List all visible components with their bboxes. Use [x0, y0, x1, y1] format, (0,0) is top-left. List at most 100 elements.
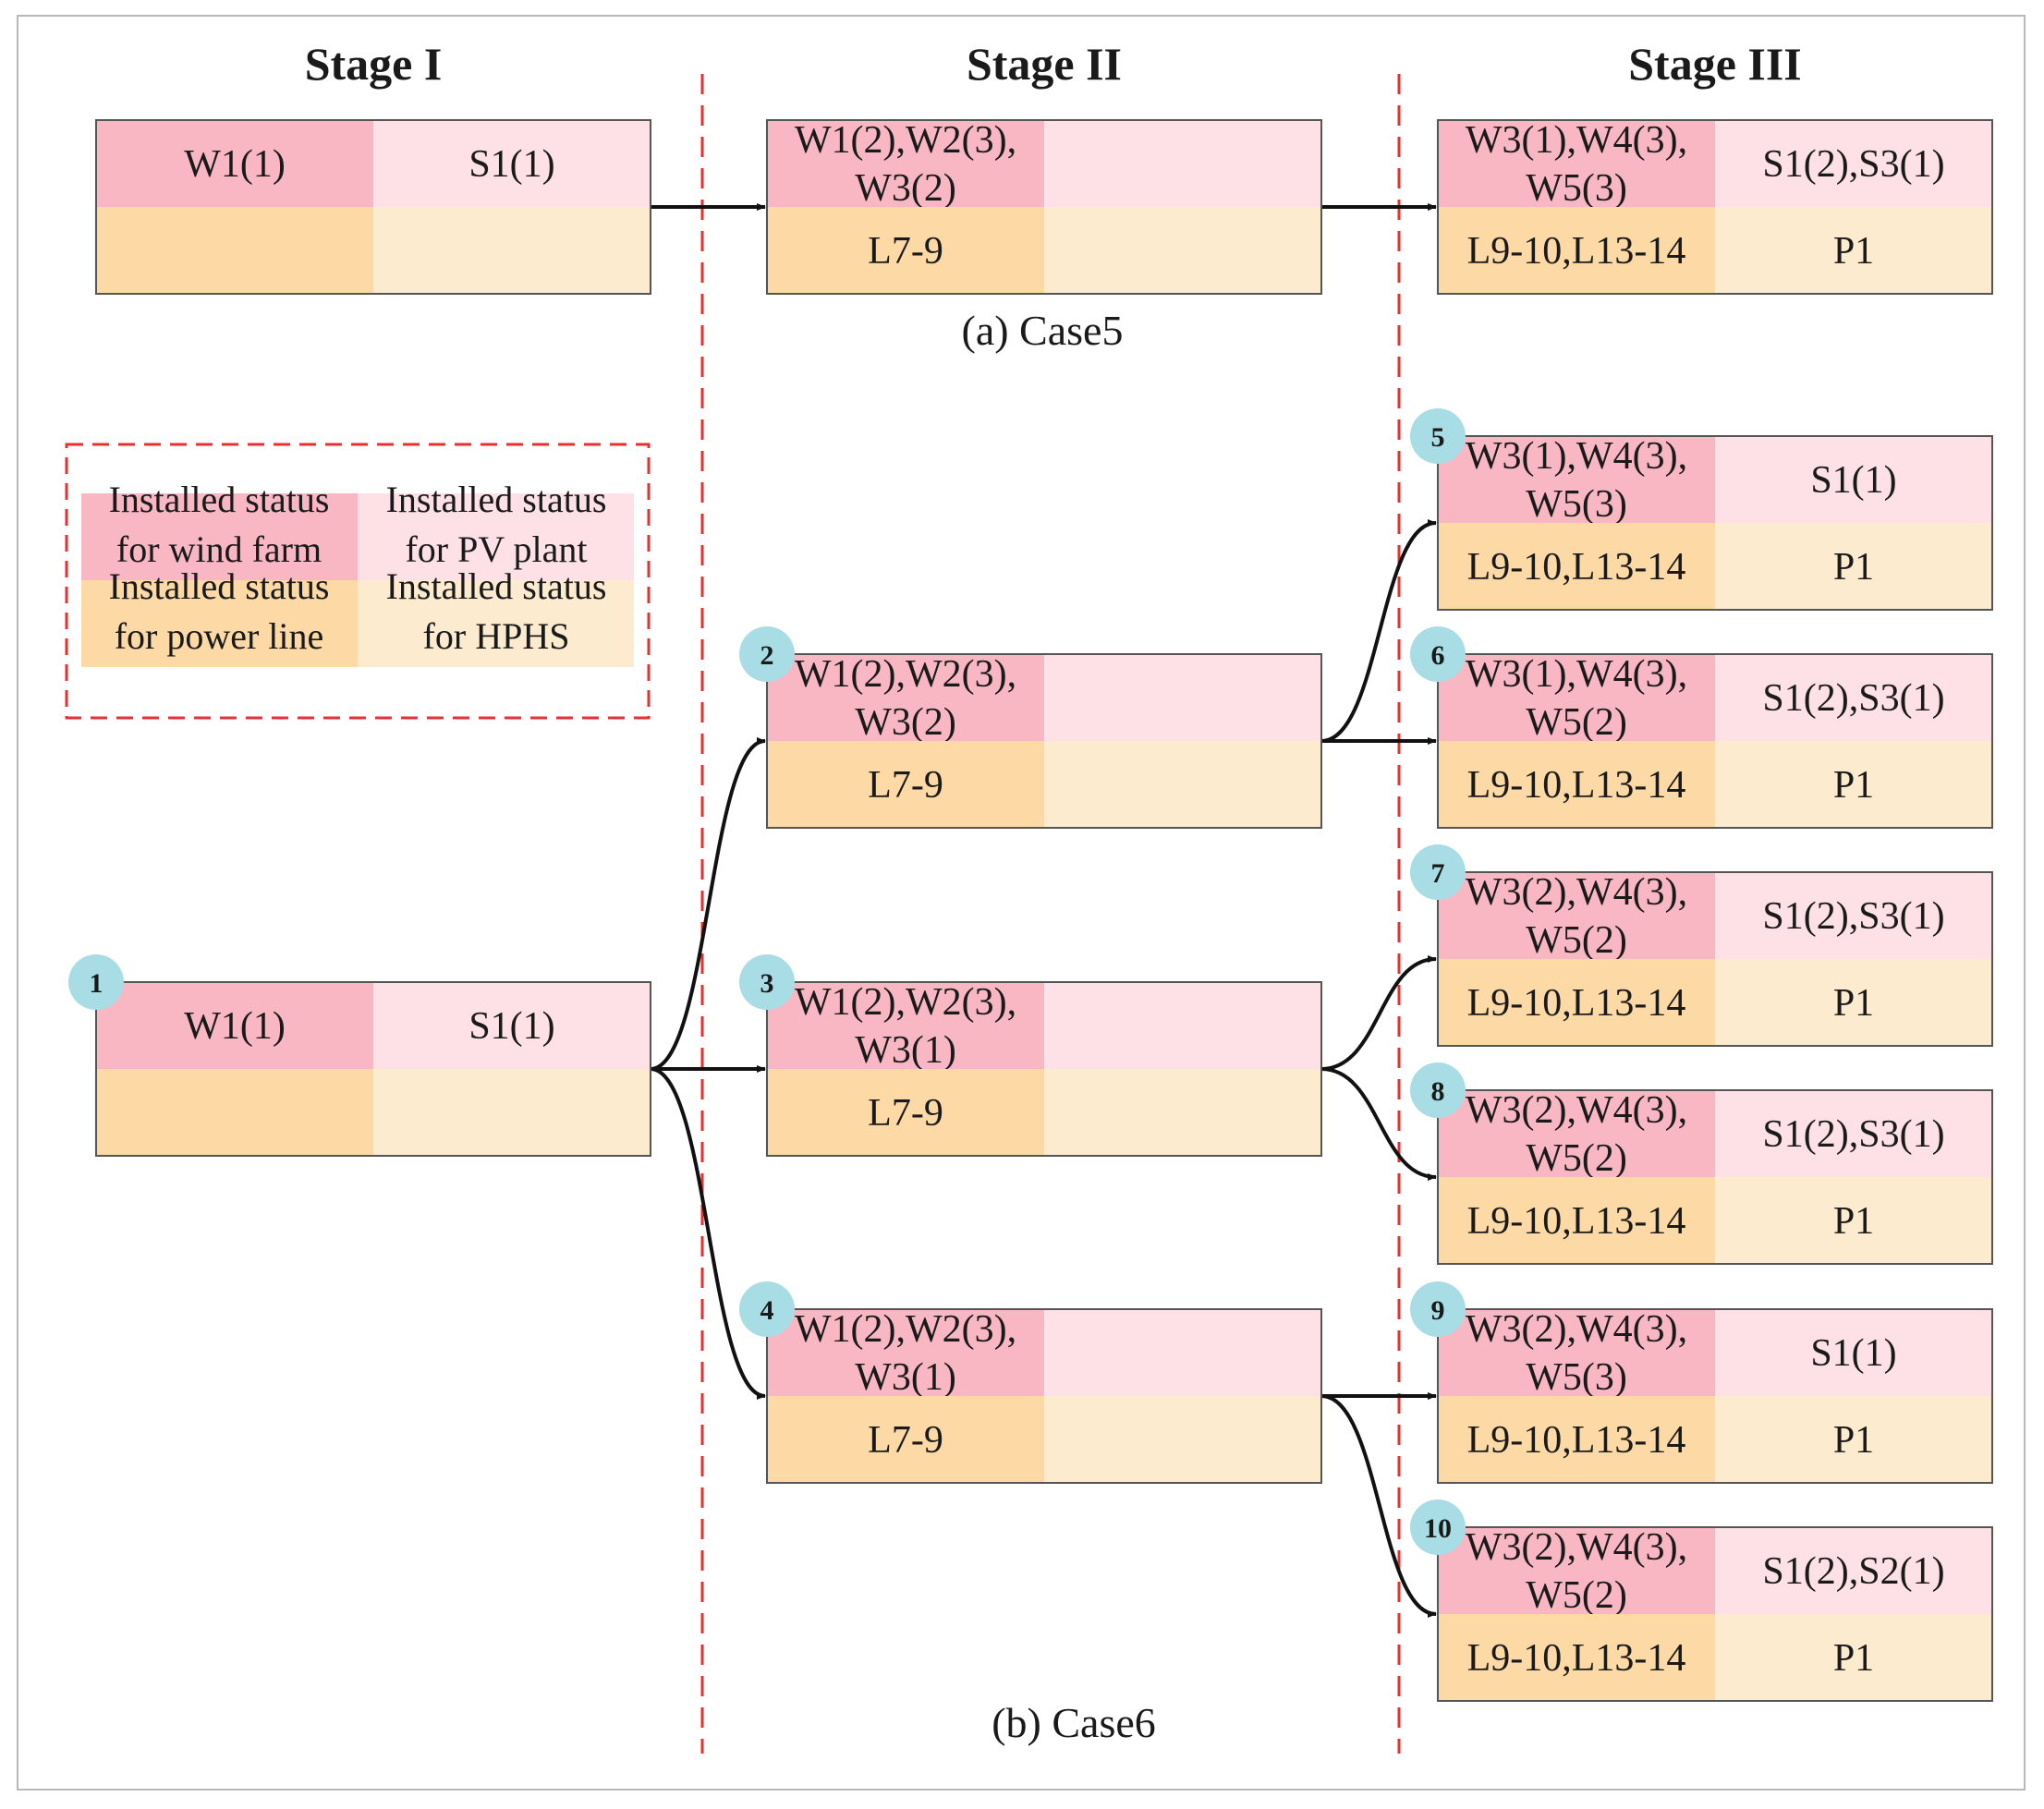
case6-node-4-box-wind-text: W1(2),W2(3),W3(1) [795, 1308, 1016, 1399]
case6-node-2-box-hphs-cell [1044, 741, 1321, 828]
case6-node-9-box-badge-number: 9 [1431, 1295, 1445, 1326]
case6-node-6-box-badge-circle [1410, 626, 1466, 682]
case6-node-8-box-pv-text: S1(2),S3(1) [1762, 1113, 1944, 1156]
case6-node-10-box-badge: 10 [1410, 1499, 1466, 1555]
case5-stage2-box-line-text: L7-9 [868, 230, 943, 273]
case6-node-9-box-hphs-text: P1 [1833, 1419, 1874, 1462]
case6-node-4-box-border [766, 1308, 1322, 1484]
caption-case5: (a) Case5 [962, 307, 1124, 354]
case6-node-6-box: W3(1),W4(3),W5(2)S1(2),S3(1)L9-10,L13-14… [1410, 626, 1993, 829]
case6-node-5-box-wind-text: W3(1),W4(3),W5(3) [1466, 435, 1687, 526]
case6-node-10-box-pv-cell [1715, 1527, 1992, 1614]
case5-stage1-box-line-cell [96, 207, 373, 294]
case6-node-1-box-badge-circle [68, 954, 124, 1010]
case6-node-9-box-badge-circle [1410, 1281, 1466, 1337]
case6-node-7-box-hphs-cell [1715, 959, 1992, 1046]
case6-node-1-box-badge: 1 [68, 954, 124, 1010]
case5-stage2-box-hphs-cell [1044, 207, 1321, 294]
case6-node-3-box-badge-circle [739, 954, 795, 1010]
case6-node-5-box-badge-circle [1410, 408, 1466, 464]
case6-node-4-box-badge: 4 [739, 1281, 795, 1337]
case6-node-9-box-pv-cell [1715, 1309, 1992, 1396]
case6-node-7-box: W3(2),W4(3),W5(2)S1(2),S3(1)L9-10,L13-14… [1410, 844, 1993, 1047]
case6-node-3-box-badge: 3 [739, 954, 795, 1010]
case6-node-7-box-border [1437, 871, 1993, 1047]
case6-node-3-box-line-cell [767, 1069, 1044, 1156]
case6-node-7-box-badge-circle [1410, 844, 1466, 900]
case6-node-6-box-line-cell [1438, 741, 1715, 828]
case6-node-2-box-pv-cell [1044, 654, 1321, 741]
case6-node-4-box-hphs-cell [1044, 1396, 1321, 1483]
case6-node-4-box-line-cell [767, 1396, 1044, 1483]
case6-node-9-box-line-text: L9-10,L13-14 [1467, 1419, 1686, 1462]
caption-case6: (b) Case6 [992, 1699, 1156, 1746]
case6-node-6-box-wind-cell [1438, 654, 1715, 741]
case6-arrow-1-to-2 [650, 737, 766, 1071]
case6-node-6-box-badge: 6 [1410, 626, 1466, 682]
case6-node-2-box: W1(2),W2(3),W3(2)L7-92 [739, 626, 1322, 829]
case6-node-6-box-badge-number: 6 [1431, 640, 1445, 671]
case6-node-4-box-line-text: L7-9 [868, 1419, 943, 1462]
case6-node-3-box-line-text: L7-9 [868, 1092, 943, 1135]
case6-node-6-box-pv-text: S1(2),S3(1) [1762, 677, 1944, 720]
case6-node-8-box-wind-text: W3(2),W4(3),W5(2) [1466, 1089, 1687, 1180]
case5-stage3-box-wind-text: W3(1),W4(3),W5(3) [1466, 119, 1687, 210]
case6-node-5-box-badge-number: 5 [1431, 422, 1445, 453]
case6-node-1-box-hphs-cell [373, 1069, 651, 1156]
case6-node-3-box-hphs-cell [1044, 1069, 1321, 1156]
case6-node-5-box-hphs-text: P1 [1833, 546, 1874, 589]
stage-title-2: Stage II [967, 38, 1122, 90]
case6-node-3-box-border [766, 981, 1322, 1157]
case6-node-9-box-hphs-cell [1715, 1396, 1992, 1483]
case5-stage2-box-line-cell [767, 207, 1044, 294]
case6-node-1-box-wind-text: W1(1) [184, 1005, 286, 1048]
case6-node-7-box-pv-cell [1715, 872, 1992, 959]
legend-swatch-pv [358, 493, 634, 580]
case6-node-9-box-border [1437, 1308, 1993, 1484]
case6-node-10-box-line-text: L9-10,L13-14 [1467, 1637, 1686, 1680]
case6-node-7-box-hphs-text: P1 [1833, 982, 1874, 1025]
case6-node-6-box-hphs-text: P1 [1833, 764, 1874, 807]
case6-node-7-box-badge: 7 [1410, 844, 1466, 900]
case6-node-8-box-badge-circle [1410, 1062, 1466, 1118]
case6-node-8-box-hphs-cell [1715, 1177, 1992, 1264]
case6-node-5-box-border [1437, 435, 1993, 611]
case6-node-4-box-badge-circle [739, 1281, 795, 1337]
case5-stage3-box-hphs-text: P1 [1833, 230, 1874, 273]
case6-node-6-box-wind-text: W3(1),W4(3),W5(2) [1466, 653, 1687, 744]
case6-node-10-box-wind-text: W3(2),W4(3),W5(2) [1466, 1526, 1687, 1617]
case6-node-8-box-line-text: L9-10,L13-14 [1467, 1200, 1686, 1243]
stage-title-1: Stage I [305, 38, 443, 90]
case6-arrow-3-to-7 [1320, 955, 1437, 1071]
case6-node-5-box-line-text: L9-10,L13-14 [1467, 546, 1686, 589]
case6-node-4-box-pv-cell [1044, 1309, 1321, 1396]
case6-node-9-box-pv-text: S1(1) [1810, 1332, 1896, 1375]
case6-node-8-box-wind-cell [1438, 1090, 1715, 1177]
case6-node-7-box-line-cell [1438, 959, 1715, 1046]
case6-arrow-3-to-8 [1320, 1067, 1437, 1181]
case6-node-7-box-line-text: L9-10,L13-14 [1467, 982, 1686, 1025]
case6-node-5-box-wind-cell [1438, 436, 1715, 523]
stage-boxes: W1(1)S1(1)W1(2),W2(3),W3(2)L7-9W3(1),W4(… [68, 119, 1993, 1702]
case5-stage3-box-pv-text: S1(2),S3(1) [1762, 143, 1944, 186]
legend-swatch-wind [81, 493, 358, 580]
case6-node-8-box-badge-number: 8 [1431, 1076, 1445, 1107]
case5-stage1-box-pv-cell [373, 120, 651, 207]
case6-node-4-box: W1(2),W2(3),W3(1) L7-9 4 [739, 1281, 1322, 1484]
case6-node-2-box-badge: 2 [739, 626, 795, 682]
case6-node-5-box-pv-text: S1(1) [1810, 459, 1896, 502]
case6-node-8-box: W3(2),W4(3),W5(2) S1(2),S3(1) L9-10,L13-14… [1410, 1062, 1993, 1265]
case5-stage2-box-border [766, 119, 1322, 295]
case6-arrow-4-to-10 [1320, 1394, 1437, 1618]
case6-node-3-box: W1(2),W2(3),W3(1)L7-93 [739, 954, 1322, 1157]
case6-node-10-box-hphs-cell [1715, 1614, 1992, 1701]
case6-node-4-box-wind-cell [767, 1309, 1044, 1396]
case6-node-1-box-pv-cell [373, 982, 651, 1069]
case6-node-6-box-border [1437, 653, 1993, 829]
